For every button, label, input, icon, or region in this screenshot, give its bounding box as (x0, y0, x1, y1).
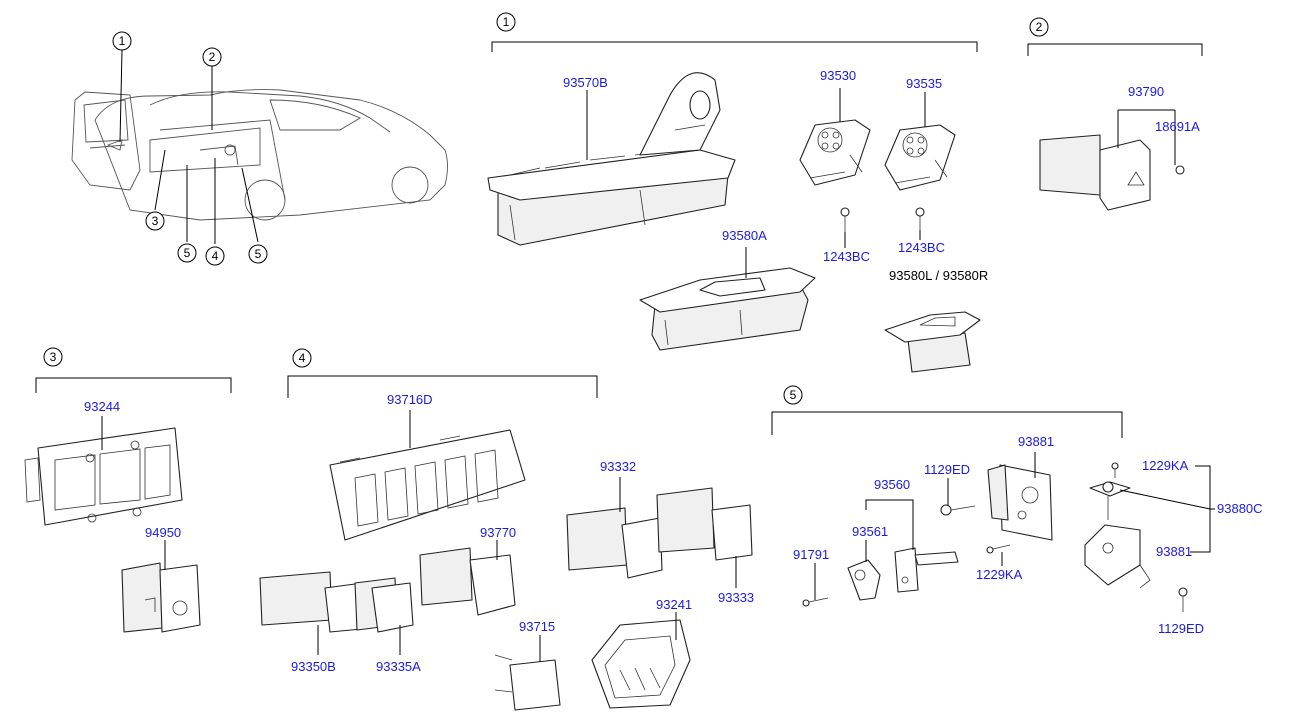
part-93560 (894, 547, 959, 593)
svg-text:4: 4 (212, 249, 219, 263)
label-91791: 91791 (793, 547, 829, 562)
part-93715 (494, 654, 561, 711)
part-93561 (847, 559, 881, 601)
screw-1243BC-b (915, 207, 925, 230)
part-93580A (639, 267, 816, 351)
svg-text:3: 3 (50, 350, 57, 364)
part-93333 (656, 487, 753, 561)
screw-1243BC-a (840, 207, 850, 232)
svg-text:5: 5 (255, 247, 262, 261)
car-callout-4: 4 (205, 246, 225, 266)
label-93716D: 93716D (387, 392, 433, 407)
label-93560: 93560 (874, 477, 910, 492)
part-93535 (884, 124, 956, 191)
car-callout-5b: 5 (248, 244, 268, 264)
label-93335A: 93335A (376, 659, 421, 674)
clip-18691A (1175, 165, 1185, 175)
label-93570B: 93570B (563, 75, 608, 90)
label-93580A: 93580A (722, 228, 767, 243)
part-94950 (121, 562, 201, 633)
car-callout-1: 1 (112, 31, 132, 51)
bolt-1129ED-a (940, 504, 976, 516)
label-93580LR: 93580L / 93580R (889, 268, 988, 283)
svg-text:1: 1 (503, 15, 510, 29)
svg-text:5: 5 (790, 388, 797, 402)
part-93580LR (884, 311, 981, 373)
group-5-header: 5 (771, 385, 1123, 438)
part-93335A (354, 577, 414, 633)
label-1243BC-b: 1243BC (898, 240, 945, 255)
screw-1229KA-a (986, 544, 1011, 554)
label-93333: 93333 (718, 590, 754, 605)
svg-text:2: 2 (209, 50, 216, 64)
screw-91791 (802, 597, 829, 607)
part-93244 (24, 427, 183, 526)
label-93881-b: 93881 (1156, 544, 1192, 559)
label-93561: 93561 (852, 524, 888, 539)
car-callout-2: 2 (202, 47, 222, 67)
label-93530: 93530 (820, 68, 856, 83)
part-93332 (566, 507, 663, 579)
car-callout-5a: 5 (177, 243, 197, 263)
leader-93560 (865, 499, 914, 550)
part-93716D (329, 429, 526, 541)
bolt-1129ED-b (1178, 587, 1188, 612)
part-93770 (419, 547, 516, 616)
screw-1229KA-b (1111, 462, 1119, 478)
label-93332: 93332 (600, 459, 636, 474)
label-93790: 93790 (1128, 84, 1164, 99)
svg-text:5: 5 (184, 246, 191, 260)
label-93880C: 93880C (1217, 501, 1263, 516)
label-94950: 94950 (145, 525, 181, 540)
label-93244: 93244 (84, 399, 120, 414)
part-93530 (799, 119, 871, 186)
label-1229KA-a: 1229KA (976, 567, 1023, 582)
group-2-header: 2 (1027, 17, 1203, 56)
svg-text:2: 2 (1036, 20, 1043, 34)
label-93715: 93715 (519, 619, 555, 634)
label-93535: 93535 (906, 76, 942, 91)
part-93881-a (987, 464, 1053, 541)
part-93790 (1039, 134, 1151, 211)
label-93241: 93241 (656, 597, 692, 612)
part-93570B (487, 72, 736, 246)
svg-text:1: 1 (119, 34, 126, 48)
svg-text:4: 4 (299, 351, 306, 365)
label-1243BC-a: 1243BC (823, 249, 870, 264)
part-93880C-assembly (1084, 481, 1151, 589)
car-callout-3: 3 (145, 211, 165, 231)
group-3-header: 3 (35, 347, 232, 393)
bracket-93880C (1190, 465, 1211, 553)
group-4-header: 4 (287, 348, 598, 398)
part-93350B (259, 571, 373, 633)
label-1129ED-a: 1129ED (924, 462, 970, 477)
label-93881-a: 93881 (1018, 434, 1054, 449)
leader-93880C-inner (1119, 489, 1211, 510)
label-18691A: 18691A (1155, 119, 1200, 134)
car-illustration (71, 89, 448, 221)
part-93241 (591, 619, 691, 709)
svg-text:3: 3 (152, 214, 159, 228)
label-1129ED-b: 1129ED (1158, 621, 1204, 636)
car-callout-lines (119, 49, 259, 244)
label-1229KA-b: 1229KA (1142, 458, 1189, 473)
group-1-header: 1 (491, 12, 978, 52)
label-93770: 93770 (480, 525, 516, 540)
label-93350B: 93350B (291, 659, 336, 674)
